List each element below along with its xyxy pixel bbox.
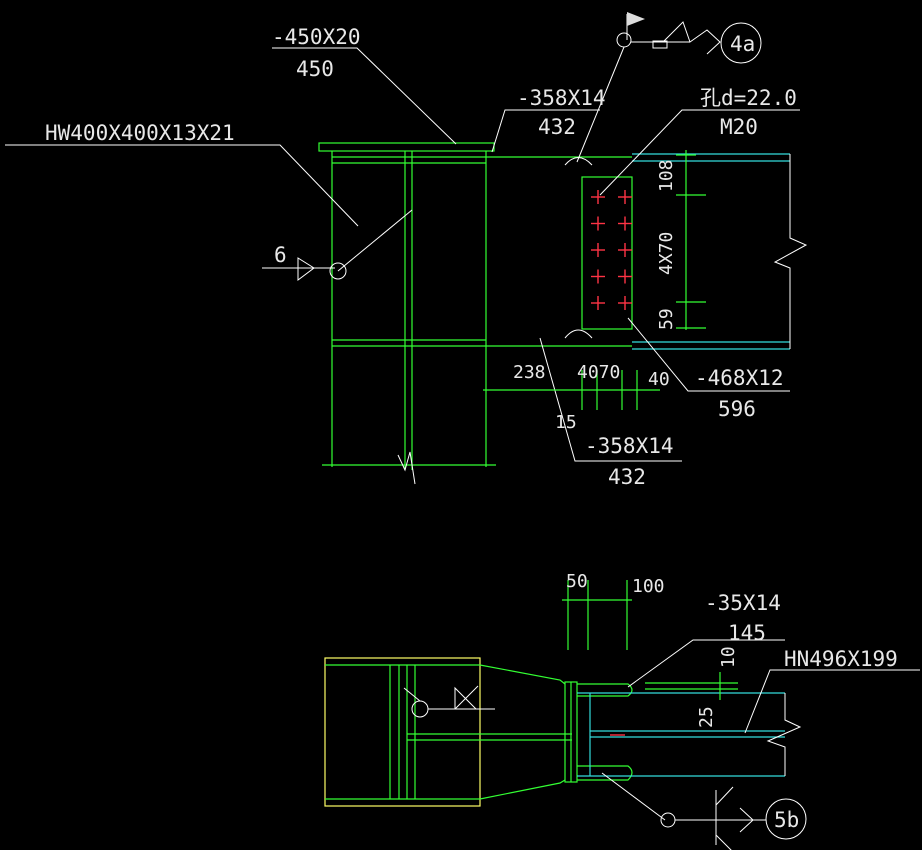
weld-6-symbol: [297, 257, 315, 281]
bolt-1-1: [591, 190, 605, 204]
dim-10-label: 10: [718, 646, 739, 668]
beam-break-symbol: [773, 154, 808, 349]
dim-59-label: 59: [656, 308, 677, 330]
beam-elevation: [486, 153, 808, 350]
top-plate-len-label: 450: [296, 57, 334, 81]
flange-plate-taper-top: [479, 664, 566, 685]
detail-5b-tail: [739, 807, 754, 833]
leader-flange-plate-top: [491, 109, 600, 153]
stiffener-spec-label: -35X14: [705, 591, 781, 615]
leader-beam-section: [744, 669, 920, 734]
dim-50-label: 50: [566, 571, 588, 592]
weld-size-label: 6: [274, 243, 287, 267]
dim-100-label: 100: [632, 576, 665, 597]
web-plate-len-label: 596: [718, 397, 756, 421]
top-view-text: -450X20 450 HW400X400X13X21 -358X14 432 …: [45, 25, 797, 489]
top-cap-plate: [318, 142, 495, 152]
leader-column-section: [5, 144, 359, 227]
column-section-label: HW400X400X13X21: [45, 121, 235, 145]
column-elevation: [318, 142, 496, 485]
flange-plate-top-spec-label: -358X14: [517, 86, 606, 110]
weld-plan-arrow: [403, 687, 421, 702]
web-plate-spec-label: -468X12: [695, 366, 784, 390]
detail-4a-weld-box: [652, 40, 668, 49]
bolt-3-1: [591, 243, 605, 257]
dim-40-label: 40: [648, 369, 670, 390]
flange-plate-bot-spec-label: -358X14: [585, 434, 674, 458]
detail-5b-label: 5b: [774, 808, 799, 832]
bolt-spec-label: M20: [720, 115, 758, 139]
beam-section-label: HN496X199: [784, 647, 898, 671]
leader-top-plate: [272, 47, 457, 145]
dim-15-label: 15: [555, 412, 577, 433]
bolt-4-1: [591, 269, 605, 284]
dim-25-label: 25: [696, 706, 717, 728]
bolt-1-2: [618, 190, 632, 204]
stiffener-top: [577, 683, 633, 697]
weld-access-hole-bot: [564, 329, 593, 339]
flange-plate-top-len-label: 432: [538, 115, 576, 139]
bolt-5-2: [618, 296, 632, 310]
dim-108-label: 108: [656, 159, 677, 192]
detail-5b-symbol-diag2: [715, 834, 732, 850]
detail-4a-tail: [662, 21, 721, 55]
column-plan: [324, 657, 481, 807]
weld-plan-tail: [454, 685, 479, 710]
beam-plan-break-symbol: [766, 693, 802, 776]
flange-plate-bot-len-label: 432: [608, 465, 646, 489]
bolt-2-2: [618, 216, 632, 231]
stiffener-bot: [577, 765, 633, 781]
detail-5b-bubble: [765, 798, 807, 840]
leader-hole: [599, 109, 800, 196]
bottom-view-leaders: [403, 639, 920, 850]
detail-5b-circle-small: [660, 812, 676, 828]
column-break-symbol: [397, 451, 416, 485]
weld-all-around-circle: [329, 262, 347, 280]
flange-plate-taper-bot: [479, 779, 566, 800]
bolt-2-1: [591, 216, 605, 231]
bottom-view-text: 50 100 -35X14 145 10 HN496X199 25 5b: [566, 571, 898, 832]
weld-access-hole-top: [564, 157, 593, 166]
stiffener-len-label: 145: [728, 621, 766, 645]
detail-4a-label: 4a: [730, 32, 755, 56]
hole-spec-label: 孔d=22.0: [700, 86, 797, 110]
leader-flange-plate-bot: [539, 337, 682, 462]
field-weld-flag-icon: [627, 12, 645, 26]
bolt-group: [591, 190, 632, 310]
detail-4a-bubble: [720, 22, 762, 64]
top-view-dimensions: [483, 150, 706, 410]
leader-web-plate: [627, 317, 790, 392]
bolt-5-1: [591, 296, 605, 310]
bolt-4-2: [618, 269, 632, 284]
leader-stiffener: [627, 639, 785, 688]
top-plate-spec-label: -450X20: [272, 25, 361, 49]
dim-238-label: 238: [513, 362, 546, 383]
dim-4x70-label: 4X70: [656, 232, 677, 275]
bolt-3-2: [618, 243, 632, 257]
bottom-view-dimensions: [562, 580, 738, 700]
top-view-leaders: [5, 12, 800, 462]
weld-6-arrow: [337, 209, 413, 272]
detail-4a-circle-small: [616, 32, 632, 48]
web-splice-plate: [581, 176, 633, 330]
detail-4a-arrow: [576, 46, 625, 163]
dim-4070-label: 4070: [577, 362, 620, 383]
detail-5b-symbol-diag1: [715, 786, 734, 806]
beam-plan: [407, 664, 802, 800]
detail-5b-arrow: [601, 772, 666, 821]
column-outline: [324, 657, 481, 807]
